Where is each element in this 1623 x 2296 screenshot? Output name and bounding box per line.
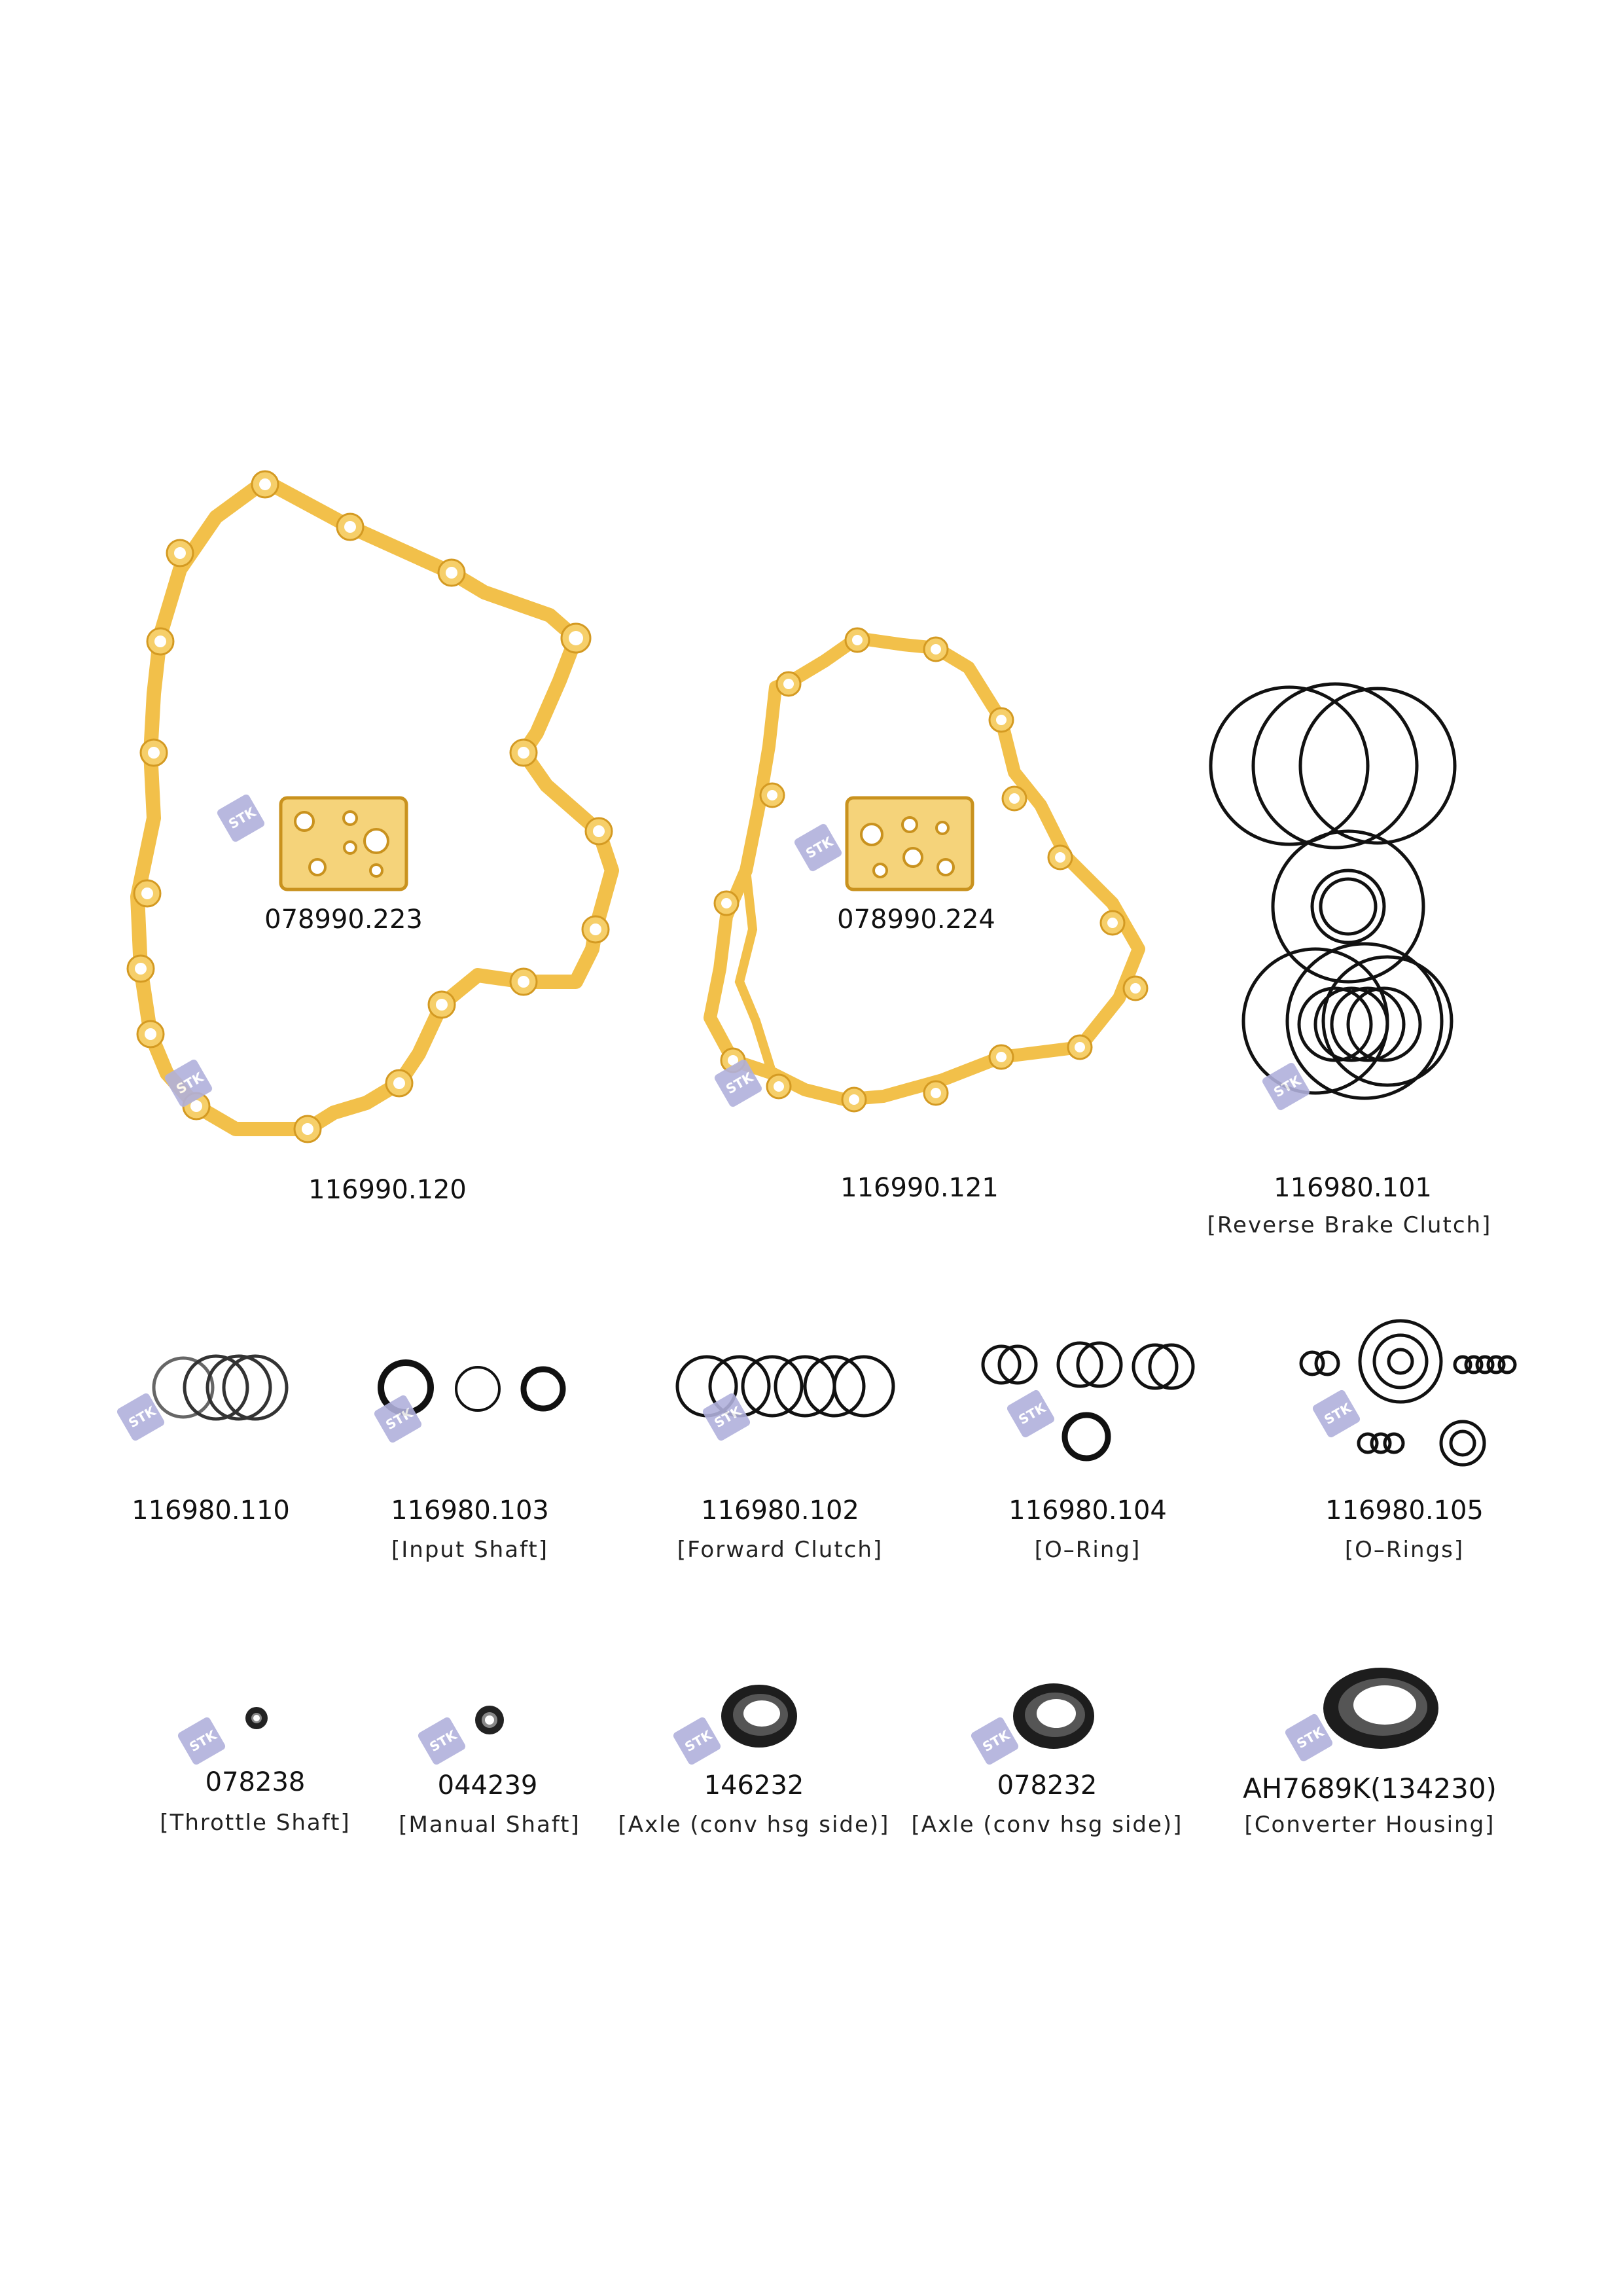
part-code-116980-110: 116980.110 xyxy=(132,1496,290,1526)
part-code-116980-101: 116980.101 xyxy=(1274,1173,1432,1203)
part-code-078238: 078238 xyxy=(205,1767,306,1797)
part-code-044239: 044239 xyxy=(437,1770,538,1801)
part-desc-146232: [Axle (conv hsg side)] xyxy=(618,1812,890,1838)
part-code-146232: 146232 xyxy=(704,1770,804,1801)
part-desc-116980-101: [Reverse Brake Clutch] xyxy=(1207,1212,1492,1238)
part-desc-078238: [Throttle Shaft] xyxy=(160,1810,351,1836)
part-code-078232: 078232 xyxy=(997,1770,1097,1801)
part-desc-116980-102: [Forward Clutch] xyxy=(677,1537,883,1563)
part-code-078990-224: 078990.224 xyxy=(837,905,995,935)
part-desc-116980-103: [Input Shaft] xyxy=(391,1537,549,1563)
part-desc-078232: [Axle (conv hsg side)] xyxy=(911,1812,1183,1838)
part-desc-116980-105: [O–Rings] xyxy=(1344,1537,1465,1563)
part-code-116990-120: 116990.120 xyxy=(308,1175,467,1205)
part-code-116980-102: 116980.102 xyxy=(701,1496,859,1526)
part-code-116980-104: 116980.104 xyxy=(1008,1496,1167,1526)
part-desc-ah7689k: [Converter Housing] xyxy=(1244,1812,1495,1838)
part-code-116990-121: 116990.121 xyxy=(840,1173,999,1203)
part-desc-044239: [Manual Shaft] xyxy=(399,1812,580,1838)
part-code-ah7689k: AH7689K(134230) xyxy=(1243,1772,1497,1804)
part-code-078990-223: 078990.223 xyxy=(264,905,423,935)
part-code-116980-105: 116980.105 xyxy=(1325,1496,1484,1526)
part-code-116980-103: 116980.103 xyxy=(391,1496,549,1526)
plate-gasket-078990-223-image xyxy=(279,796,408,891)
plate-gasket-078990-224-image xyxy=(845,796,974,891)
part-desc-116980-104: [O–Ring] xyxy=(1034,1537,1141,1563)
